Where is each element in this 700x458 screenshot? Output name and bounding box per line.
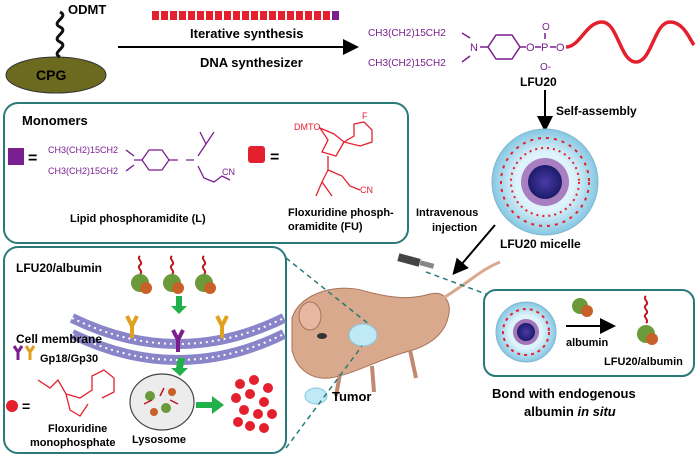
fu-equals: = [270,149,279,166]
lysosome-label: Lysosome [132,434,186,446]
lipid-chain-bottom: CH3(CH2)15CH2 [48,166,118,176]
injection-label-2: injection [432,222,478,234]
cell-box: LFU20/albumin Cell membrane Gp18/Gp30 = … [3,246,287,454]
benzene-ring-icon [487,34,521,60]
tumor-spot [348,323,378,347]
complex-label: LFU20/albumin [604,356,683,368]
odmt-label: ODMT [68,2,106,17]
lfu20-p: P [541,42,548,54]
zoom-line-left-bottom [285,345,363,449]
cpg-bead: ODMT CPG [5,2,107,94]
albumin-arrow-label: albumin [566,337,608,349]
fu-square-icon [248,146,265,163]
albumin-binding-box: albumin LFU20/albumin [483,289,695,377]
lfu20-n: N [470,42,478,54]
fu-label-1: Floxuridine phosph- [288,207,394,219]
lfu20-micelle [491,128,599,236]
flox-label-1: Floxuridine [48,423,107,435]
cell-membrane-label: Cell membrane [16,332,102,346]
cpg-label: CPG [36,67,66,83]
flox-structure-icon [37,369,115,399]
lysosome-icon [129,373,195,431]
fu-label-2: oramidite (FU) [288,221,363,233]
lipid-label: Lipid phosphoramidite (L) [70,213,206,225]
injection-label-1: Intravenous [416,207,478,219]
lfu20-o-minus: O- [540,62,551,73]
bond-caption-1: Bond with endogenous [492,386,636,401]
receptors-label: Gp18/Gp30 [40,353,98,365]
albumin-complexes [131,255,216,294]
monomers-title: Monomers [22,113,88,128]
micelle-core [528,165,562,199]
fu-sugar-icon [318,126,345,157]
lipid-cn: CN [222,167,235,177]
synthesis-bottom-label: DNA synthesizer [200,55,303,70]
lfu20-o2: O [556,42,565,54]
tumor-label: Tumor [332,389,371,404]
tumor-legend-icon [304,387,328,405]
bond-caption-2b: in situ [577,404,615,419]
fu-f: F [362,111,368,121]
bond-caption-2: albumin in situ [524,404,616,419]
lfu20-o-top: O [542,22,550,33]
fu-cn: CN [360,185,373,195]
injection-arrow [452,224,496,276]
flox-equals: = [22,398,30,414]
lfu20-o1: O [526,42,535,54]
lipid-square-icon [8,148,24,165]
uptake-arrow [171,296,187,314]
self-assembly-label: Self-assembly [556,104,637,118]
linker-icon [55,10,65,59]
lipid-equals: = [28,150,37,167]
lipid-chain-top: CH3(CH2)15CH2 [48,145,118,155]
cell-title: LFU20/albumin [16,261,102,275]
released-drug-icon [231,375,277,433]
gp30-icon [24,345,36,360]
syringe-icon [397,253,435,269]
zoom-line-right [425,271,487,295]
synthesis-top-label: Iterative synthesis [190,26,303,41]
bond-caption-2a: albumin [524,404,577,419]
micelle-label: LFU20 micelle [500,237,581,251]
release-arrow [196,396,224,414]
monomers-box: Monomers = CH3(CH2)15CH2 CH3(CH2)15CH2 C… [3,102,409,244]
fu-base-icon [342,121,373,147]
fu-dmto: DMTO [294,122,320,132]
flox-dot-icon [6,400,18,412]
dna-strand-icon [565,20,696,64]
lfu20-chain-top: CH3(CH2)15CH2 [368,28,446,39]
gp18-icon [12,345,24,360]
lfu20-chain-bottom: CH3(CH2)15CH2 [368,58,446,69]
lfu20-name: LFU20 [520,75,557,89]
mouse-illustration [291,260,501,397]
sequence-bar [152,11,339,20]
lfu20-structure: CH3(CH2)15CH2 CH3(CH2)15CH2 N O P O O- O… [368,20,696,89]
flox-label-2: monophosphate [30,437,116,449]
